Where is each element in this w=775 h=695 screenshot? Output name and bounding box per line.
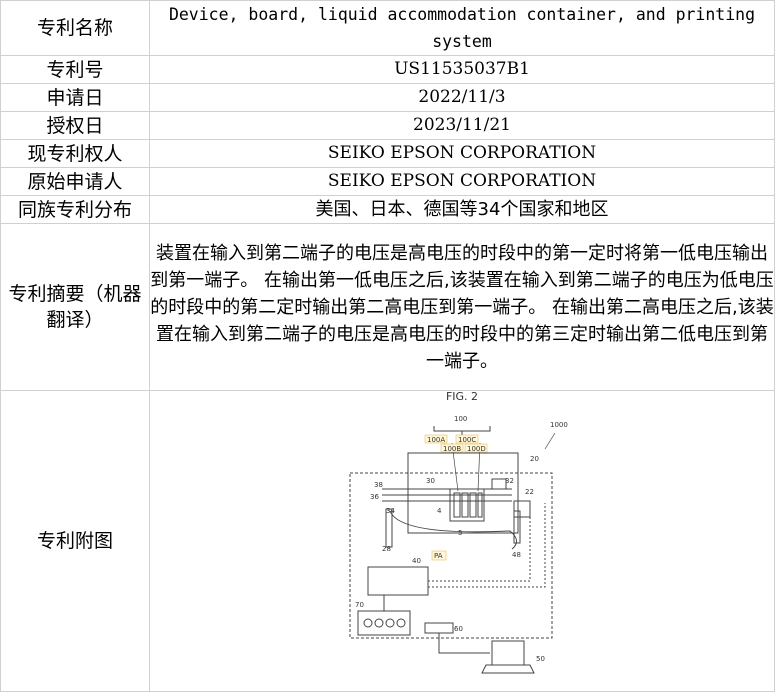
row-filing-date: 申请日 2022/11/3: [0, 83, 775, 112]
figure-caption: FIG. 2: [445, 390, 479, 403]
cartridge-b: [461, 492, 469, 518]
label-48: 48: [512, 551, 521, 559]
label-grant-date: 授权日: [0, 111, 150, 140]
highlight-100a: [424, 434, 448, 444]
label-current-assignee: 现专利权人: [0, 139, 150, 168]
label-100d: 100D: [467, 445, 486, 453]
label-100a: 100A: [427, 436, 445, 444]
row-family: 同族专利分布 美国、日本、德国等34个国家和地区: [0, 195, 775, 224]
label-20: 20: [530, 455, 539, 463]
roller-left: [385, 508, 393, 548]
label-50: 50: [536, 655, 545, 663]
sensor-32: [491, 478, 507, 490]
patent-figure: FIG. 2: [150, 390, 774, 691]
highlight-pa: [431, 550, 447, 561]
row-abstract: 专利摘要（机器翻译） 装置在输入到第二端子的电压是高电压的时段中的第一定时将第一…: [0, 223, 775, 391]
printer-body: [407, 452, 519, 534]
label-40: 40: [412, 557, 421, 565]
highlight-100d: [464, 443, 488, 453]
panel-button-4: [396, 618, 406, 628]
label-100: 100: [454, 415, 467, 423]
label-60: 60: [454, 625, 463, 633]
roller-right: [513, 510, 521, 544]
value-original-applicant: SEIKO EPSON CORPORATION: [149, 167, 775, 196]
figure-cell: FIG. 2: [149, 390, 775, 692]
row-current-assignee: 现专利权人 SEIKO EPSON CORPORATION: [0, 139, 775, 168]
label-pa: PA: [434, 552, 443, 560]
row-number: 专利号 US11535037B1: [0, 55, 775, 84]
label-34: 34: [386, 507, 395, 515]
value-family: 美国、日本、德国等34个国家和地区: [149, 195, 775, 224]
group-bracket: [433, 426, 491, 432]
wire-motor: [428, 517, 531, 582]
label-5: 5: [458, 529, 462, 537]
label-title: 专利名称: [0, 0, 150, 56]
label-filing-date: 申请日: [0, 83, 150, 112]
figure-drawing: 1000 100 100A 100C 100B 100D 20 30 32 22: [349, 415, 568, 674]
label-22: 22: [525, 488, 534, 496]
carriage-block: [449, 488, 485, 522]
label-1000: 1000: [550, 421, 568, 429]
value-abstract: 装置在输入到第二端子的电压是高电压的时段中的第一定时将第一低电压输出到第一端子。…: [149, 223, 775, 391]
row-title: 专利名称 Device, board, liquid accommodation…: [0, 0, 775, 56]
panel-button-3: [385, 618, 395, 628]
label-100c: 100C: [458, 436, 476, 444]
paper-curve: [389, 510, 517, 550]
value-grant-date: 2023/11/21: [149, 111, 775, 140]
motor-box: [513, 500, 531, 518]
row-figure: 专利附图 FIG. 2: [0, 390, 775, 692]
controller-box: [367, 566, 429, 596]
label-abstract: 专利摘要（机器翻译）: [0, 223, 150, 391]
label-36: 36: [370, 493, 379, 501]
interface-60: [424, 622, 454, 634]
value-filing-date: 2022/11/3: [149, 83, 775, 112]
label-family: 同族专利分布: [0, 195, 150, 224]
row-grant-date: 授权日 2023/11/21: [0, 111, 775, 140]
label-30: 30: [426, 477, 435, 485]
cartridge-d: [477, 492, 483, 518]
laptop-base: [481, 664, 535, 674]
laptop-screen: [491, 640, 525, 666]
row-original-applicant: 原始申请人 SEIKO EPSON CORPORATION: [0, 167, 775, 196]
cartridge-c: [469, 492, 477, 518]
label-70: 70: [355, 601, 364, 609]
label-100b: 100B: [443, 445, 461, 453]
label-28: 28: [382, 545, 391, 553]
cartridge-a: [453, 492, 461, 518]
label-32: 32: [505, 477, 514, 485]
wire-22: [428, 503, 546, 588]
value-current-assignee: SEIKO EPSON CORPORATION: [149, 139, 775, 168]
label-figure: 专利附图: [0, 390, 150, 692]
value-title: Device, board, liquid accommodation cont…: [149, 0, 775, 56]
panel-button-1: [363, 618, 373, 628]
highlight-100c: [455, 434, 479, 444]
label-38: 38: [374, 481, 383, 489]
leader-1000: [544, 432, 556, 450]
label-original-applicant: 原始申请人: [0, 167, 150, 196]
value-number: US11535037B1: [149, 55, 775, 84]
label-number: 专利号: [0, 55, 150, 84]
wire-pc: [438, 633, 490, 654]
panel-button-2: [374, 618, 384, 628]
label-4: 4: [437, 507, 442, 515]
control-panel: [357, 610, 411, 636]
frame-outline: [349, 472, 553, 639]
highlight-100b: [440, 443, 464, 453]
